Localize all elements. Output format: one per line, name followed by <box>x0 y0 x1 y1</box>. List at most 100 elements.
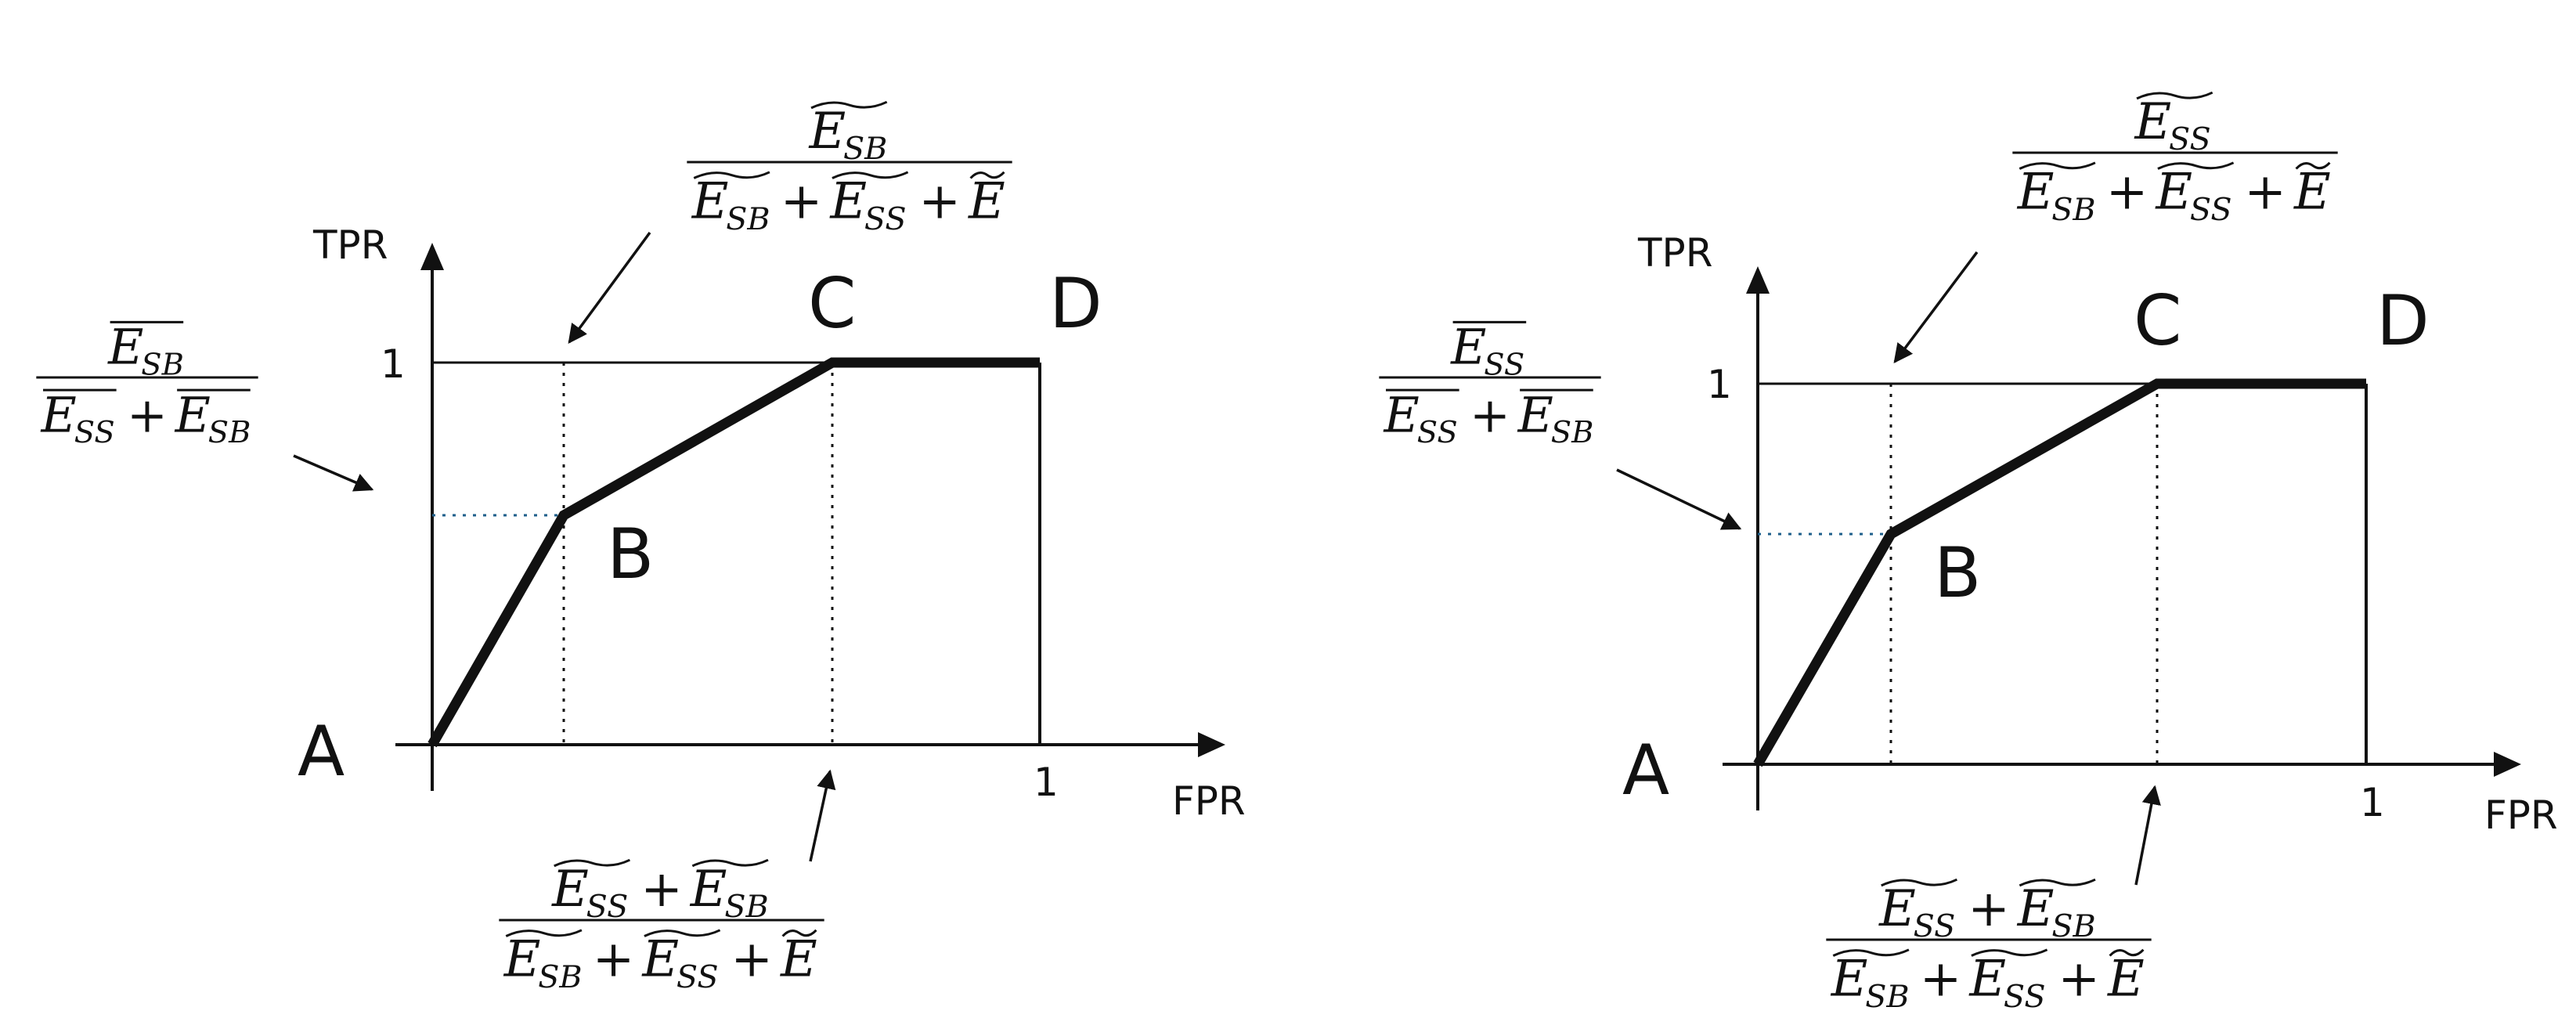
y-axis-arrowhead <box>1746 266 1770 294</box>
roc-curve <box>428 357 1040 748</box>
x-axis-arrowhead <box>1198 732 1225 757</box>
formula-operator: + <box>1968 880 2010 938</box>
y-tick-one: 1 <box>381 341 406 387</box>
formula-symbol: E <box>1384 386 1420 443</box>
formula-subscript: SS <box>676 959 719 995</box>
formula-operator: + <box>1470 386 1510 443</box>
formula-subscript: SS <box>2004 979 2046 1015</box>
tilde-accent <box>1881 878 1958 887</box>
arrow-bottom-annotation <box>809 769 836 862</box>
formula-symbol: E <box>808 103 846 161</box>
formula-symbol: E <box>829 173 867 231</box>
point-c-label: C <box>808 263 856 344</box>
formula-operator: + <box>127 386 168 443</box>
formula-symbol: E <box>503 931 541 989</box>
point-a-label: A <box>298 711 345 792</box>
point-a-label: A <box>1622 730 1669 810</box>
formula-symbol: E <box>1517 386 1553 443</box>
formula-symbol: E <box>1878 880 1916 938</box>
arrow-top-annotation <box>1893 251 1979 363</box>
formula-subscript: SS <box>1914 908 1956 944</box>
formula-subscript: SB <box>2051 908 2095 944</box>
formula-subscript: SB <box>726 201 770 237</box>
formula-operator: + <box>640 861 683 919</box>
tilde-accent <box>2157 161 2235 170</box>
formula-subscript: SB <box>1865 979 1909 1015</box>
y-tick-one: 1 <box>1707 362 1732 407</box>
formula-symbol: E <box>2107 951 2145 1009</box>
arrow-left-annotation <box>293 454 374 492</box>
formula-symbol: E <box>1968 951 2006 1009</box>
x-axis-arrowhead <box>2494 752 2521 777</box>
formula-operator: + <box>2244 164 2286 222</box>
formula-symbol: E <box>691 173 729 231</box>
formula-symbol: E <box>2017 880 2055 938</box>
formula-symbol: E <box>41 386 77 443</box>
tilde-accent <box>2136 91 2213 100</box>
formula-subscript: SB <box>1551 415 1594 450</box>
tilde-accent <box>2109 948 2145 957</box>
formula-symbol: E <box>1450 319 1486 376</box>
formula-subscript: SB <box>208 415 251 450</box>
y-axis-arrowhead <box>420 243 444 270</box>
formula-symbol: E <box>1831 951 1868 1009</box>
arrow-bottom-annotation <box>2134 785 2161 886</box>
tilde-accent <box>969 171 1005 179</box>
formula-subscript: SS <box>864 201 907 237</box>
tilde-accent <box>1971 948 2048 957</box>
x-tick-one: 1 <box>1034 760 1059 805</box>
point-b-label: B <box>607 514 654 594</box>
x-tick-one: 1 <box>2360 780 2385 825</box>
formula-symbol: E <box>641 931 679 989</box>
formula-symbol: E <box>2155 164 2192 222</box>
roc-curve <box>1753 378 2366 767</box>
tilde-accent <box>2019 878 2096 887</box>
point-c-label: C <box>2134 280 2181 361</box>
formula-symbol: E <box>780 931 817 989</box>
formula-subscript: SB <box>538 959 582 995</box>
formula-operator: + <box>2058 951 2100 1009</box>
formula-operator: + <box>1920 951 1962 1009</box>
formula-operator: + <box>781 173 823 231</box>
formula-operator: + <box>918 173 961 231</box>
arrow-left-annotation <box>1616 468 1742 530</box>
formula-symbol: E <box>2017 164 2055 222</box>
x-axis-label: FPR <box>1172 778 1246 824</box>
y-axis-label: TPR <box>312 222 388 268</box>
formula-subscript: SS <box>1417 415 1458 450</box>
y-axis-label: TPR <box>1637 230 1712 276</box>
tilde-accent <box>691 858 769 868</box>
formula-symbol: E <box>107 319 143 376</box>
tilde-accent <box>554 858 631 868</box>
tilde-accent <box>2295 161 2331 170</box>
tilde-accent <box>1832 948 1910 957</box>
arrow-top-annotation <box>568 231 651 344</box>
point-b-label: B <box>1934 532 1981 613</box>
tilde-accent <box>781 929 817 937</box>
formula-symbol: E <box>690 861 727 919</box>
formula-operator: + <box>593 931 635 989</box>
point-d-label: D <box>2376 280 2430 361</box>
formula-symbol: E <box>551 861 589 919</box>
formula-subscript: SB <box>2051 192 2095 228</box>
formula-symbol: E <box>2134 93 2171 151</box>
formula-symbol: E <box>2293 164 2331 222</box>
formula-subscript: SB <box>724 889 768 925</box>
formula-subscript: SS <box>586 889 629 925</box>
formula-subscript: SB <box>843 131 887 167</box>
formula-operator: + <box>2106 164 2148 222</box>
formula-symbol: E <box>175 386 211 443</box>
point-d-label: D <box>1049 263 1102 344</box>
tilde-accent <box>810 100 888 110</box>
formula-subscript: SS <box>2190 192 2232 228</box>
tilde-accent <box>644 929 721 937</box>
tilde-accent <box>693 171 770 179</box>
